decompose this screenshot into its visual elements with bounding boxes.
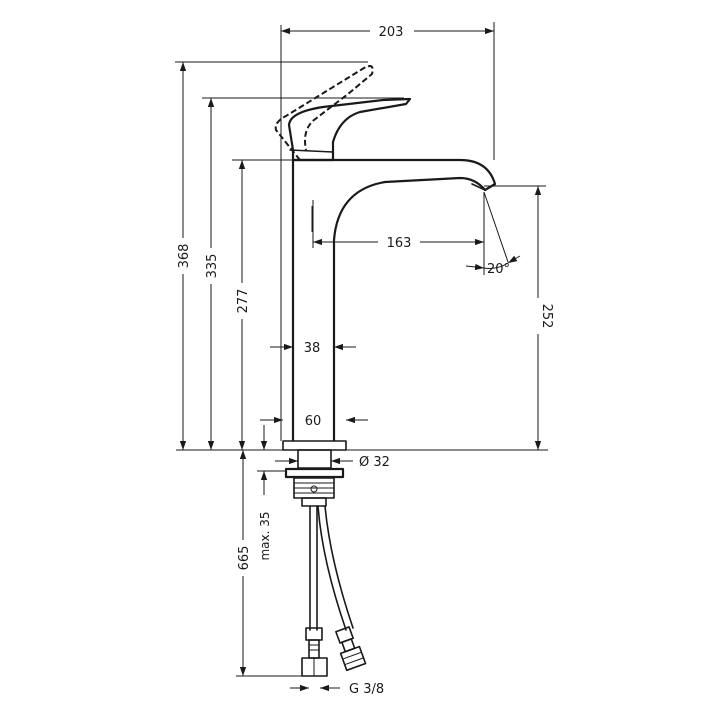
shank-assembly [284,449,345,507]
label-spout-height: 252 [539,304,554,329]
extension-lines [175,22,548,677]
label-connection-thread: G 3/8 [349,682,384,697]
base-plate [282,440,347,451]
washer [284,467,345,479]
label-spout-angle: 20° [487,262,510,277]
label-reach: 163 [387,236,412,251]
body-column [291,158,497,441]
faucet-body [282,158,497,451]
supply-hoses [301,505,367,677]
label-lever-height: 335 [205,254,220,279]
label-base-width: 60 [305,414,322,429]
hose-fitting-icon-right [335,626,367,672]
label-body-height: 277 [236,289,251,314]
label-hose-length: 665 [237,546,252,571]
label-total-height: 368 [177,244,192,269]
hose-fitting-icon [301,627,328,677]
shank [297,449,332,469]
dimension-labels: 203 368 335 277 252 163 20° 38 60 Ø 32 6… [174,22,554,697]
lever-handle-raised [274,65,374,161]
label-body-width: 38 [304,341,321,356]
label-max-thickness: max. 35 [258,511,272,560]
label-shank-diameter: Ø 32 [359,455,390,470]
dimension-lines [179,27,542,692]
lever-handle [287,97,412,162]
label-overall-width: 203 [379,25,404,40]
